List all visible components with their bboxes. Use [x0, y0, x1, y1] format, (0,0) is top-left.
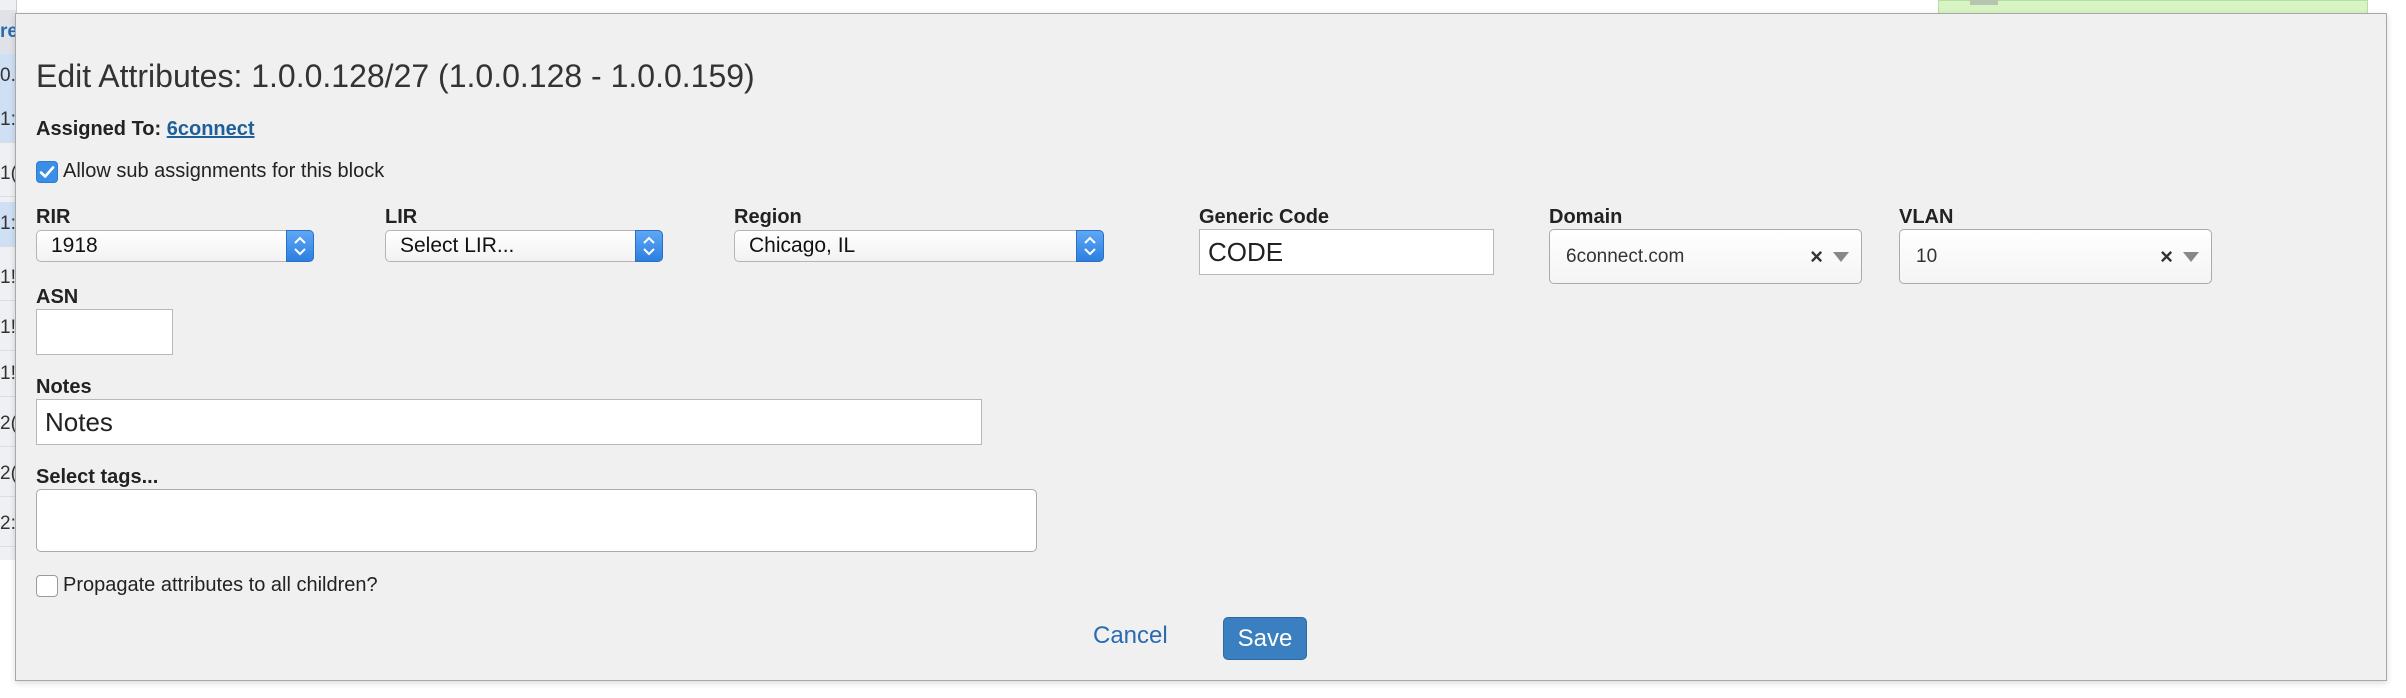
background-table-row: 1! — [0, 306, 16, 351]
background-table-header: re — [0, 10, 16, 55]
dropdown-arrow-icon — [1833, 252, 1849, 262]
propagate-row[interactable]: Propagate attributes to all children? — [36, 574, 378, 597]
background-table-row: 2: — [0, 502, 16, 547]
allow-sub-assignments-label: Allow sub assignments for this block — [63, 160, 385, 183]
vlan-value: 10 — [1916, 246, 1938, 267]
dropdown-arrow-icon — [2183, 252, 2199, 262]
dialog-title: Edit Attributes: 1.0.0.128/27 (1.0.0.128… — [36, 58, 755, 94]
tags-input[interactable] — [36, 489, 1037, 552]
rir-select[interactable]: 1918 — [36, 230, 314, 262]
select-stepper-icon — [286, 230, 314, 262]
asn-label: ASN — [36, 286, 79, 308]
lir-label: LIR — [385, 206, 418, 228]
background-table-row: 1( — [0, 152, 16, 197]
lir-value: Select LIR... — [400, 234, 515, 257]
background-table-row: 2( — [0, 452, 16, 497]
cancel-button[interactable]: Cancel — [1093, 622, 1168, 649]
domain-select[interactable]: 6connect.com × — [1549, 229, 1862, 284]
select-stepper-icon — [635, 230, 663, 262]
region-select[interactable]: Chicago, IL — [734, 230, 1104, 262]
vlan-select[interactable]: 10 × — [1899, 229, 2212, 284]
tags-label: Select tags... — [36, 466, 159, 488]
checkmark-icon — [39, 165, 55, 178]
save-button[interactable]: Save — [1223, 617, 1307, 660]
propagate-checkbox[interactable] — [36, 574, 58, 597]
generic-code-input[interactable] — [1199, 229, 1494, 275]
background-notice-icon — [1970, 0, 1998, 5]
assigned-to-label: Assigned To: — [36, 118, 162, 140]
allow-sub-assignments-checkbox[interactable] — [36, 160, 58, 183]
lir-select[interactable]: Select LIR... — [385, 230, 663, 262]
domain-label: Domain — [1549, 206, 1623, 228]
asn-input[interactable] — [36, 309, 173, 355]
background-table-row: 1: — [0, 98, 16, 143]
background-table-row: 2( — [0, 402, 16, 447]
notes-input[interactable] — [36, 399, 982, 445]
background-table-row: 1! — [0, 352, 16, 397]
assigned-to-link[interactable]: 6connect — [166, 118, 255, 140]
select-stepper-icon — [1076, 230, 1104, 262]
rir-value: 1918 — [51, 234, 98, 257]
clear-icon[interactable]: × — [1810, 244, 1823, 269]
vlan-label: VLAN — [1899, 206, 1954, 228]
clear-icon[interactable]: × — [2160, 244, 2173, 269]
allow-sub-assignments-row[interactable]: Allow sub assignments for this block — [36, 160, 384, 183]
assigned-to: Assigned To: 6connect — [36, 118, 255, 141]
generic-code-label: Generic Code — [1199, 206, 1330, 228]
region-label: Region — [734, 206, 802, 228]
domain-value: 6connect.com — [1566, 246, 1685, 267]
rir-label: RIR — [36, 206, 71, 228]
edit-attributes-dialog: Edit Attributes: 1.0.0.128/27 (1.0.0.128… — [15, 13, 2387, 681]
background-table-row: 1: — [0, 202, 16, 247]
propagate-label: Propagate attributes to all children? — [63, 574, 378, 597]
background-table-row: 1! — [0, 256, 16, 301]
notes-label: Notes — [36, 376, 92, 398]
background-table-row: 0. — [0, 54, 16, 99]
region-value: Chicago, IL — [749, 234, 856, 257]
